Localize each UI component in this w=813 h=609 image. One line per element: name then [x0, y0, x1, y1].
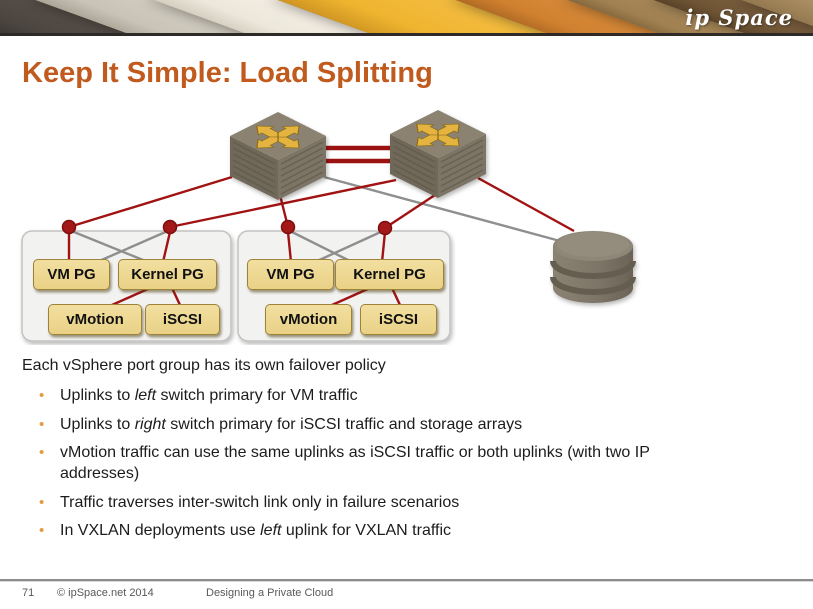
host2-kernel-pg: Kernel PG — [335, 259, 444, 290]
link-host2-left-kernel — [287, 228, 353, 264]
host1-iscsi: iSCSI — [145, 304, 220, 335]
network-diagram: VM PG Kernel PG vMotion iSCSI VM PG Kern… — [0, 95, 813, 345]
bullet-dot: • — [39, 522, 45, 539]
uplink-dots — [61, 219, 393, 236]
host1-uplink-right-dot — [162, 219, 178, 235]
link-host2-left-vmpg — [286, 231, 293, 263]
bullet-item: • In VXLAN deployments use left uplink fo… — [22, 520, 722, 541]
host2-iscsi: iSCSI — [360, 304, 437, 335]
link-host1-right-kernel — [161, 231, 172, 263]
host2-vm-pg: VM PG — [247, 259, 334, 290]
host1-vm-pg: VM PG — [33, 259, 110, 290]
bullet-dot: • — [39, 387, 45, 404]
host2-vm-pg-label: VM PG — [266, 266, 315, 283]
host2-vmotion-label: vMotion — [279, 311, 338, 328]
bullet-item: • Uplinks to left switch primary for VM t… — [22, 385, 722, 406]
host1-uplink-left-dot — [61, 219, 77, 235]
bullet-text: Traffic traverses inter-switch link only… — [60, 493, 460, 511]
bullet-item: • vMotion traffic can use the same uplink… — [22, 442, 722, 484]
bullet-text: vMotion traffic can use the same uplinks… — [60, 444, 650, 482]
bullet-dot: • — [39, 493, 45, 511]
host2-iscsi-label: iSCSI — [378, 311, 419, 328]
host2-uplink-left-dot — [280, 219, 296, 235]
storage-array-icon — [550, 231, 636, 303]
bullet-item: • Uplinks to right switch primary for iSC… — [22, 414, 722, 435]
link-host2-kernel-iscsi — [390, 287, 402, 306]
host1-vmotion: vMotion — [48, 304, 142, 335]
banner-divider — [0, 33, 813, 36]
host2-uplink-right-dot — [377, 220, 393, 236]
bullet-text: In VXLAN deployments use left uplink for… — [60, 522, 452, 539]
host1-iscsi-label: iSCSI — [162, 311, 203, 328]
switch-right-icon — [389, 109, 487, 199]
link-host1-right-vmpg — [96, 228, 171, 264]
bullet-dot: • — [39, 444, 45, 461]
link-host2-kernel-vmotion — [331, 286, 371, 307]
host2-kernel-pg-label: Kernel PG — [353, 266, 426, 283]
host1-kernel-pg: Kernel PG — [118, 259, 217, 290]
inter-switch-link — [320, 145, 396, 164]
bullet-text: Uplinks to right switch primary for iSCS… — [60, 415, 523, 433]
host1-vm-pg-label: VM PG — [47, 266, 96, 283]
host1-kernel-pg-label: Kernel PG — [131, 266, 204, 283]
bullet-dot: • — [39, 415, 45, 433]
intro-line: Each vSphere port group has its own fail… — [22, 357, 386, 374]
link-switch2-storage — [477, 176, 575, 233]
link-host2-right-vmpg — [314, 228, 386, 264]
link-switch2-host2 — [384, 191, 439, 230]
bullet-text: Uplinks to left switch primary for VM tr… — [60, 387, 358, 404]
body-text: Each vSphere port group has its own fail… — [22, 355, 762, 549]
link-host1-kernel-iscsi — [170, 287, 182, 306]
ipspace-logo: ip Space — [685, 5, 793, 30]
copyright: © ipSpace.net 2014 — [57, 587, 154, 599]
page-number: 71 — [22, 587, 35, 599]
link-host1-left-kernel — [68, 228, 149, 264]
banner: ip Space — [0, 0, 813, 33]
host1-vmotion-label: vMotion — [66, 311, 124, 328]
link-switch1-host1 — [68, 175, 233, 229]
switch-left-icon — [229, 111, 327, 201]
slide-title: Keep It Simple: Load Splitting — [22, 57, 433, 89]
link-host2-right-kernel — [380, 231, 387, 263]
deck-title: Designing a Private Cloud — [206, 587, 334, 599]
host2-vmotion: vMotion — [265, 304, 352, 335]
bullet-list: • Uplinks to left switch primary for VM t… — [22, 385, 722, 541]
bullet-item: • Traffic traverses inter-switch link onl… — [22, 492, 722, 513]
link-host1-kernel-vmotion — [111, 286, 151, 307]
footer-divider — [0, 579, 813, 582]
